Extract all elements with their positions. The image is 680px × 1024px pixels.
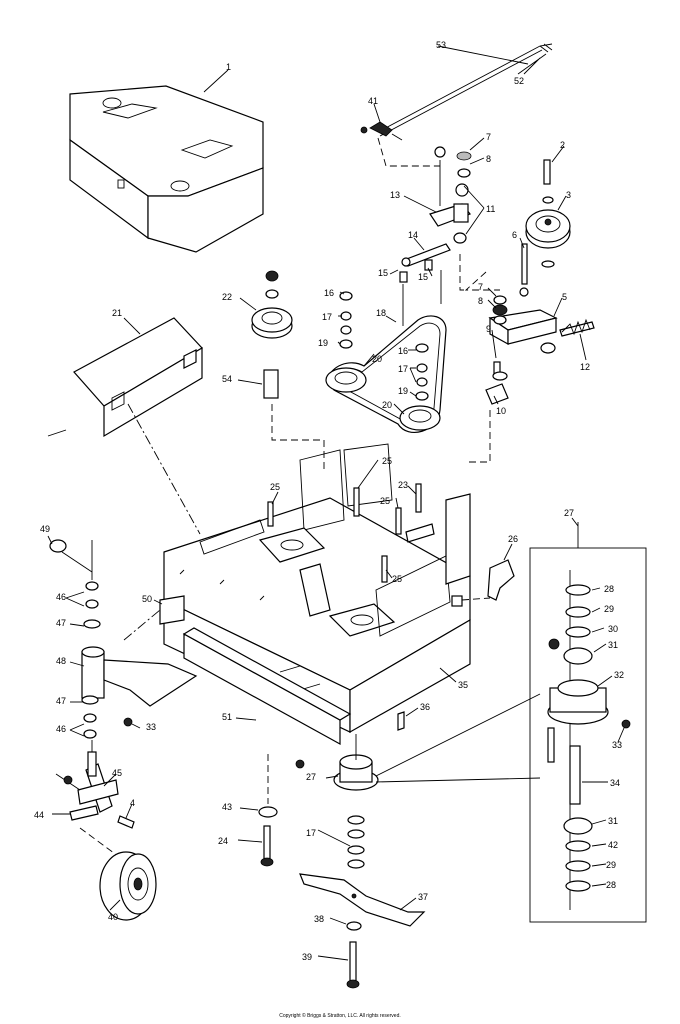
callout-27a: 27 bbox=[564, 508, 574, 518]
callout-12: 12 bbox=[580, 362, 590, 372]
caster-wheel bbox=[99, 851, 157, 921]
callout-8a: 8 bbox=[486, 154, 491, 164]
deck-studs bbox=[267, 483, 435, 583]
callout-9: 9 bbox=[486, 324, 491, 334]
callout-33b: 33 bbox=[612, 740, 622, 750]
deck-latch bbox=[451, 559, 515, 607]
callout-29b: 29 bbox=[606, 860, 616, 870]
front-brackets bbox=[123, 595, 405, 746]
spindle-inset bbox=[529, 522, 647, 923]
callout-10: 10 bbox=[496, 406, 506, 416]
callout-48: 48 bbox=[56, 656, 66, 666]
callout-36: 36 bbox=[420, 702, 430, 712]
callout-45: 45 bbox=[112, 768, 122, 778]
screws bbox=[123, 638, 631, 769]
callout-47b: 47 bbox=[56, 696, 66, 706]
callout-54: 54 bbox=[222, 374, 232, 384]
callout-7b: 7 bbox=[478, 282, 483, 292]
callout-32: 32 bbox=[614, 670, 624, 680]
callout-16b: 16 bbox=[398, 346, 408, 356]
deck-cover bbox=[69, 85, 264, 253]
callout-19a: 19 bbox=[318, 338, 328, 348]
callout-25c: 25 bbox=[380, 496, 390, 506]
callout-15b: 15 bbox=[418, 272, 428, 282]
blade-bolt bbox=[346, 921, 362, 989]
callout-28a: 28 bbox=[604, 584, 614, 594]
callout-37: 37 bbox=[418, 892, 428, 902]
callout-21: 21 bbox=[112, 308, 122, 318]
top-pulley bbox=[525, 159, 571, 354]
callout-5: 5 bbox=[562, 292, 567, 302]
callout-43: 43 bbox=[222, 802, 232, 812]
callout-40: 40 bbox=[108, 912, 118, 922]
callout-47a: 47 bbox=[56, 618, 66, 628]
idler-pulley bbox=[251, 270, 325, 470]
callout-20b: 20 bbox=[382, 400, 392, 410]
callout-23: 23 bbox=[398, 480, 408, 490]
callout-25b: 25 bbox=[382, 456, 392, 466]
callout-1: 1 bbox=[226, 62, 231, 72]
caster-fork bbox=[55, 751, 135, 857]
callout-15a: 15 bbox=[378, 268, 388, 278]
copyright-notice: Copyright © Briggs & Stratton, LLC. All … bbox=[279, 1013, 401, 1019]
callout-38: 38 bbox=[314, 914, 324, 924]
callout-34: 34 bbox=[610, 778, 620, 788]
mower-deck bbox=[163, 443, 471, 734]
callout-29a: 29 bbox=[604, 604, 614, 614]
callout-42: 42 bbox=[608, 840, 618, 850]
callout-14: 14 bbox=[408, 230, 418, 240]
callout-17b: 17 bbox=[398, 364, 408, 374]
callout-24: 24 bbox=[218, 836, 228, 846]
callout-22: 22 bbox=[222, 292, 232, 302]
callout-49: 49 bbox=[40, 524, 50, 534]
callout-53: 53 bbox=[436, 40, 446, 50]
leader-lines bbox=[47, 45, 625, 961]
callout-28b: 28 bbox=[606, 880, 616, 890]
callout-6: 6 bbox=[512, 230, 517, 240]
left-spindle-pulley bbox=[325, 291, 367, 393]
callout-51: 51 bbox=[222, 712, 232, 722]
callout-20a: 20 bbox=[372, 354, 382, 364]
callout-19b: 19 bbox=[398, 386, 408, 396]
bolt-and-washer bbox=[258, 754, 278, 867]
callout-4: 4 bbox=[130, 798, 135, 808]
callout-52: 52 bbox=[514, 76, 524, 86]
callout-17a: 17 bbox=[322, 312, 332, 322]
callout-2: 2 bbox=[560, 140, 565, 150]
callout-labels: 1 2 3 4 5 6 7 7 8 8 9 10 11 12 13 14 15 … bbox=[34, 40, 624, 962]
mower-blade bbox=[299, 873, 426, 927]
callout-3: 3 bbox=[566, 190, 571, 200]
callout-8b: 8 bbox=[478, 296, 483, 306]
callout-46b: 46 bbox=[56, 724, 66, 734]
callout-41: 41 bbox=[368, 96, 378, 106]
callout-13: 13 bbox=[390, 190, 400, 200]
callout-44: 44 bbox=[34, 810, 44, 820]
control-rod bbox=[377, 43, 553, 137]
callout-27b: 27 bbox=[306, 772, 316, 782]
spindle-assembly bbox=[333, 693, 541, 869]
callout-18: 18 bbox=[376, 308, 386, 318]
callout-50: 50 bbox=[142, 594, 152, 604]
callout-26: 26 bbox=[508, 534, 518, 544]
idler-bracket bbox=[464, 243, 595, 463]
callout-11: 11 bbox=[486, 204, 495, 214]
caster-bracket bbox=[49, 539, 198, 760]
callout-25d: 25 bbox=[392, 574, 402, 584]
callout-25a: 25 bbox=[270, 482, 280, 492]
callout-31a: 31 bbox=[608, 640, 618, 650]
callout-35: 35 bbox=[458, 680, 468, 690]
callout-31b: 31 bbox=[608, 816, 618, 826]
callout-33a: 33 bbox=[146, 722, 156, 732]
rod-clip bbox=[360, 121, 440, 167]
callout-39: 39 bbox=[302, 952, 312, 962]
callout-16a: 16 bbox=[324, 288, 334, 298]
callout-17c: 17 bbox=[306, 828, 316, 838]
callout-7a: 7 bbox=[486, 132, 491, 142]
callout-46a: 46 bbox=[56, 592, 66, 602]
belt-guard bbox=[47, 317, 203, 535]
callout-30: 30 bbox=[608, 624, 618, 634]
right-spindle-pulley bbox=[399, 343, 441, 431]
